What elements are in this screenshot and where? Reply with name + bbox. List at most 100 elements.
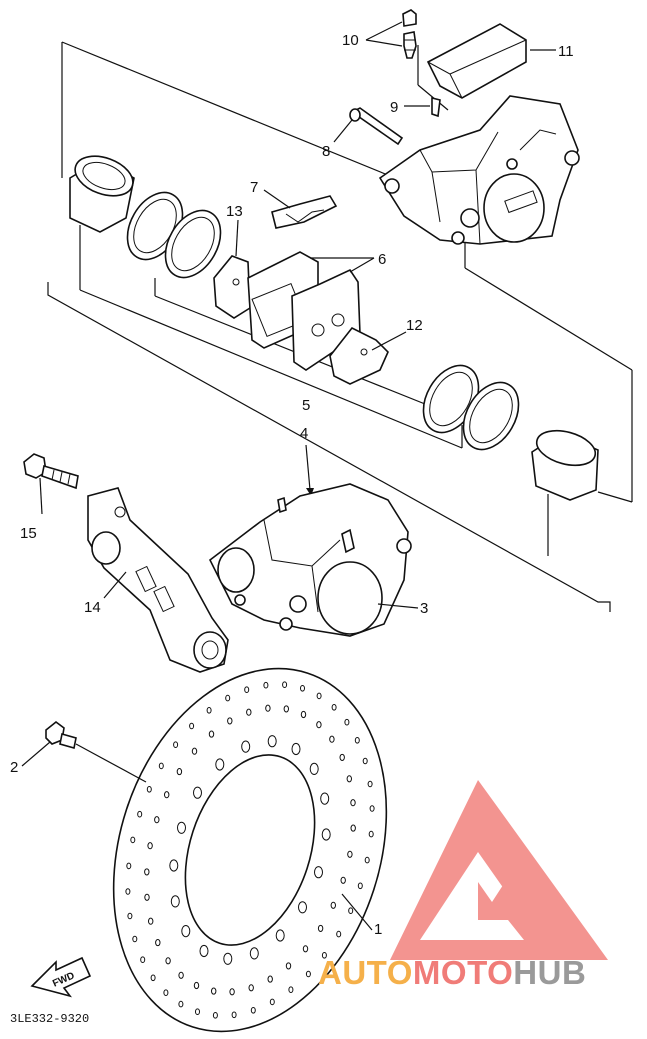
pad-spring [271,195,338,229]
callout-10: 10 [342,32,359,49]
disc-slot [181,925,191,938]
disc-hole [147,842,153,850]
disc-hole [340,876,346,884]
disc-hole [154,816,160,824]
fwd-arrow: FWD [30,956,92,998]
disc-hole [265,704,271,712]
disc-slot [170,895,180,908]
callout-15: 15 [20,525,37,542]
disc-hole [344,718,350,726]
disc-hole [212,1012,218,1019]
disc-slot [298,901,307,914]
caliper-bracket [87,487,229,673]
disc-hole [329,735,335,743]
leader-lines [21,21,556,931]
disc-hole [347,850,353,858]
bleed-screw-cap [402,9,417,59]
disc-slot [314,866,323,879]
disc-hole [130,836,136,844]
seal-right-b [462,381,520,451]
disc-hole [336,930,342,938]
disc-slot [169,859,179,872]
disc-hole [150,974,156,982]
disc-hole [191,747,198,755]
disc-hole [173,741,179,749]
disc-slot [199,944,209,958]
disc-hole [144,868,150,876]
disc-hole [316,692,322,700]
disc-hole [246,708,252,716]
pad-pin [349,107,404,146]
disc-hole [321,952,327,959]
disc-slot [215,758,225,771]
disc-slot [309,762,319,776]
piston-left [69,155,135,233]
disc-slot [223,952,233,965]
watermark-hub: HUB [513,954,586,991]
disc-hole [367,780,373,788]
pad-clip [431,96,441,118]
disc-hole [140,956,146,964]
disc-hole [211,987,217,995]
callout-9: 9 [390,99,398,116]
disc-hole [302,945,309,953]
disc-hole [195,1008,200,1016]
disc-slot [193,786,202,799]
disc-hole [189,722,195,730]
disc-slot [291,742,301,756]
disc-hole [132,935,138,943]
disc-hole [346,775,352,783]
disc-hole [267,975,273,983]
watermark-text: AUTOMOTOHUB [318,954,586,991]
disc-slot [321,828,331,841]
assembly-arrow [305,444,314,496]
watermark-logo [390,780,608,960]
bracket-bolt [23,453,79,490]
disc-hole [137,810,143,818]
callout-2: 2 [10,759,18,776]
callout-8: 8 [322,143,330,160]
disc-hole [163,989,169,997]
disc-hole [350,824,356,832]
disc-hole [369,805,375,812]
disc-slot [320,792,330,805]
callout-5: 5 [302,397,310,414]
pad-shim-right [329,326,389,385]
disc-slot [267,735,277,748]
disc-slot [249,947,259,960]
disc-hole [263,681,269,689]
disc-slot [241,740,251,753]
disc-hole [350,799,356,807]
disc-hole [300,685,305,692]
watermark-moto: MOTO [413,954,513,991]
disc-hole [225,694,231,702]
disc-hole [126,862,132,870]
disc-bolt [45,720,77,750]
disc-hole [250,1007,256,1014]
disc-hole [330,901,336,909]
callout-3: 3 [420,600,428,617]
disc-hole [316,721,322,729]
disc-hole [357,882,363,890]
caliper-cover [426,23,527,99]
disc-hole [283,705,289,713]
callout-13: 13 [226,203,243,220]
disc-hole [125,888,131,895]
callout-1: 1 [374,921,382,938]
pad-shim-left [213,255,251,319]
seal-left-b [164,209,222,279]
logo-mark [390,780,608,960]
callout-7: 7 [250,179,258,196]
disc-hole [248,984,254,992]
disc-hole [305,970,311,978]
watermark-auto: AUTO [318,954,413,991]
disc-hole [282,681,288,689]
disc-hole [331,704,337,711]
callout-labels: 1 2 3 4 5 6 7 8 9 10 11 12 13 14 15 [10,32,574,938]
disc-hole [206,707,212,714]
disc-hole [164,791,170,799]
svg-text:AUTOMOTOHUB: AUTOMOTOHUB [318,954,586,991]
disc-hole [178,1000,184,1008]
disc-hole [362,757,368,765]
disc-hole [144,893,150,901]
